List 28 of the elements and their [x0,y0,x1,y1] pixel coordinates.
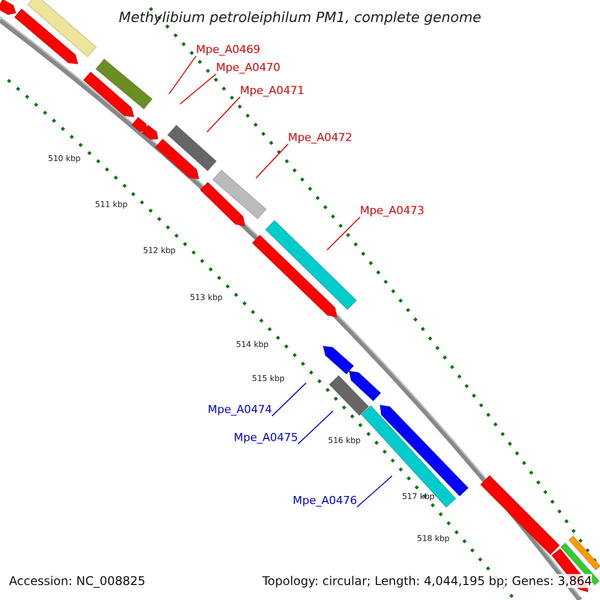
genome-info-text: Topology: circular; Length: 4,044,195 bp; Genes: 3,864 [262,574,592,588]
position-label: 510 kbp [48,154,81,164]
gene-label: Mpe_A0476 [292,494,357,507]
position-label: 515 kbp [252,374,285,384]
leader-line [272,382,306,416]
leader-line [180,74,216,104]
position-label: 511 kbp [95,200,128,210]
gene-label: Mpe_A0470 [216,61,280,74]
leader-line [326,216,360,250]
position-label: 518 kbp [417,534,450,544]
position-label: 514 kbp [236,340,269,350]
title: Methylibium petroleiphilum PM1, complete genome [118,10,482,26]
gene-label: Mpe_A0474 [208,403,272,416]
leader-line [168,56,196,94]
leader-line [298,410,334,444]
gene-label: Mpe_A0473 [360,204,424,217]
position-label: 516 kbp [328,436,361,446]
gene-label: Mpe_A0471 [240,84,304,97]
accession-text: Accession: NC_008825 [9,574,146,588]
gene-label: Mpe_A0469 [196,43,260,56]
gene-label: Mpe_A0472 [288,131,352,144]
leader-line [356,476,392,508]
gene-label: Mpe_A0475 [234,431,298,444]
position-label: 517 kbp [402,492,435,502]
leader-line [256,144,288,178]
position-label: 513 kbp [190,293,223,303]
position-label: 512 kbp [143,246,176,256]
leader-line [206,96,240,132]
